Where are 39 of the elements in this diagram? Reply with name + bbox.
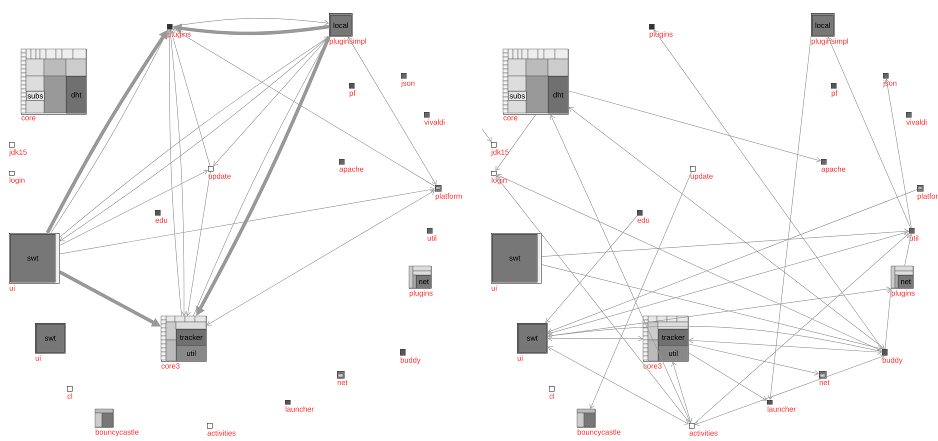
arrow [348, 36, 436, 185]
arrow [688, 344, 819, 376]
arrow [59, 186, 435, 254]
arrow [548, 326, 882, 352]
arrow [904, 234, 914, 266]
arrow [884, 288, 894, 350]
arrow [185, 171, 211, 316]
arrow [59, 170, 208, 246]
arrow [548, 336, 643, 342]
arrow [206, 190, 435, 326]
arrow [172, 28, 436, 187]
arrow [654, 30, 883, 350]
arrow [568, 90, 821, 162]
arrow [548, 231, 910, 336]
arrow [541, 228, 909, 257]
arrow [550, 114, 691, 424]
arrow [496, 176, 690, 424]
arrow [768, 36, 812, 400]
arrow [548, 346, 689, 425]
arrow [166, 30, 182, 316]
arrow [541, 264, 882, 351]
arrow [482, 128, 492, 142]
arrow [694, 354, 885, 426]
arrow [694, 233, 909, 424]
arrow [568, 106, 885, 349]
arrow [548, 189, 918, 334]
arrow [170, 29, 187, 316]
arrow [169, 30, 210, 166]
arrow [688, 352, 767, 401]
arrow [671, 362, 692, 423]
arrow [213, 36, 330, 166]
arrow [884, 78, 912, 228]
arrow [496, 174, 882, 352]
arrow [495, 114, 536, 171]
arrow [172, 18, 329, 27]
arrow [827, 36, 911, 228]
arrow [589, 171, 692, 409]
arrow [545, 215, 638, 323]
arrow [688, 338, 882, 355]
